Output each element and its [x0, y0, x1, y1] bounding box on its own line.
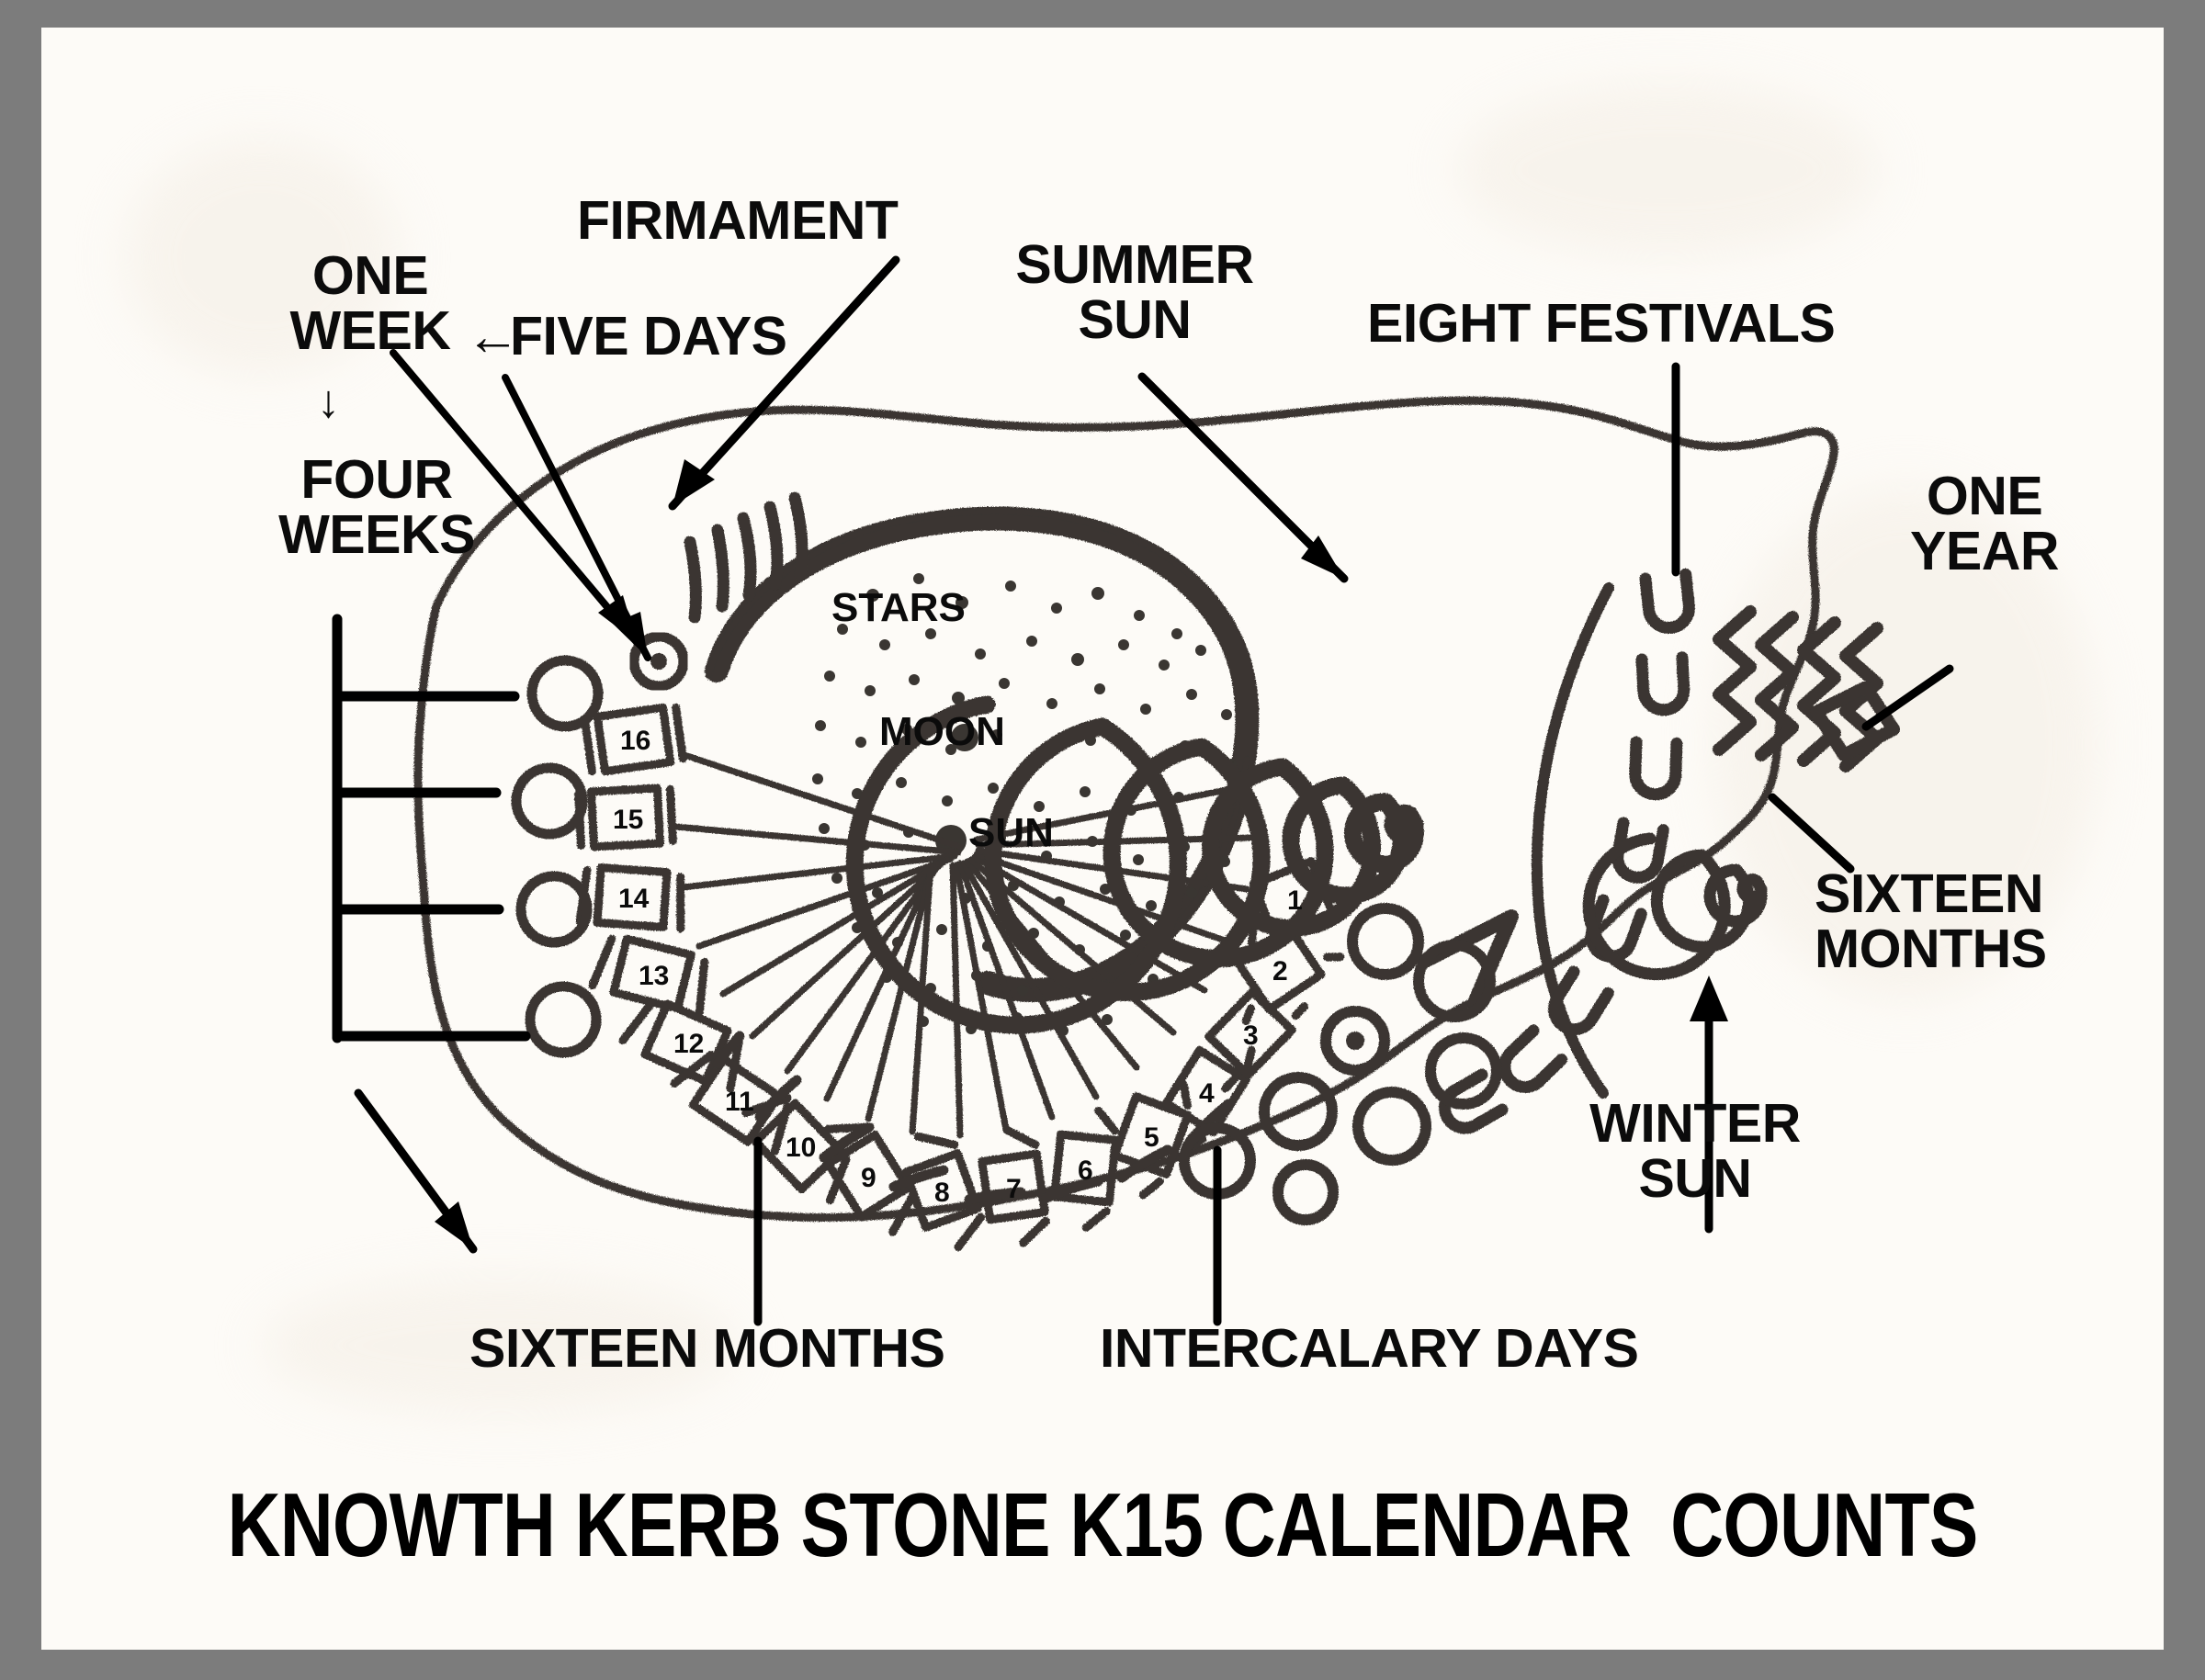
eight-festivals: [1438, 574, 1691, 1135]
figure-frame: ONE WEEK ← FIVE DAYS ↓ FOUR WEEKS FIRMAM…: [41, 28, 2164, 1650]
outer-arc-dashes: [712, 1031, 1234, 1205]
month-box-number: 7: [1006, 1174, 1022, 1204]
petroglyph-drawing: [41, 28, 2164, 1650]
label-intercalary-days: INTERCALARY DAYS: [1100, 1318, 1639, 1379]
month-box-number: 13: [639, 961, 670, 991]
month-box-number: 11: [725, 1087, 754, 1117]
label-moon: MOON: [879, 709, 1005, 754]
label-sixteen-months-bottom: SIXTEEN MONTHS: [469, 1318, 945, 1379]
five-days-tally: [684, 491, 808, 624]
label-sixteen-months-right: SIXTEEN MONTHS: [1815, 863, 2047, 980]
label-stars: STARS: [831, 585, 966, 630]
month-box-number: 16: [620, 726, 651, 756]
month-box-number: 4: [1199, 1078, 1215, 1109]
winter-sun-spiral: [1582, 832, 1768, 981]
left-arrow-icon: ←: [466, 306, 520, 366]
label-five-days: FIVE DAYS: [510, 306, 787, 366]
moon-dot: [951, 724, 978, 751]
four-weeks-cupmarks: [511, 655, 604, 1058]
leader-lines: [332, 255, 1954, 1326]
month-box-number: 9: [861, 1163, 876, 1193]
page-title: KNOWTH KERB STONE K15 CALENDAR COUNTS: [227, 1474, 1978, 1575]
month-box-number: 14: [618, 884, 650, 914]
month-box-number: 3: [1243, 1020, 1259, 1051]
label-sun: SUN: [968, 810, 1054, 855]
month-box-number: 5: [1144, 1122, 1159, 1153]
month-box-number: 12: [673, 1029, 705, 1059]
down-arrow-icon: ↓: [317, 376, 340, 427]
label-eight-festivals: EIGHT FESTIVALS: [1367, 293, 1836, 354]
month-box-number: 6: [1078, 1156, 1093, 1186]
month-box-number: 8: [934, 1178, 950, 1208]
one-year-lozenge: [1810, 681, 1900, 761]
intercalary-days-cupmarks: [1179, 903, 1502, 1225]
month-box-number: 15: [613, 805, 644, 835]
summer-sun-spiral: [845, 695, 1424, 1034]
label-one-year: ONE YEAR: [1910, 466, 2059, 582]
stone-outline-firmament: [413, 396, 1838, 1222]
month-box-number: 10: [786, 1133, 817, 1163]
label-firmament: FIRMAMENT: [577, 190, 899, 251]
label-four-weeks: FOUR WEEKS: [278, 449, 475, 566]
label-summer-sun: SUMMER SUN: [1015, 234, 1254, 351]
label-winter-sun: WINTER SUN: [1589, 1093, 1801, 1210]
label-one-week: ONE WEEK: [289, 245, 452, 362]
month-box-number: 1: [1287, 885, 1303, 916]
one-week-ringed-cupmark: [628, 631, 689, 692]
month-box-number: 2: [1272, 956, 1288, 987]
